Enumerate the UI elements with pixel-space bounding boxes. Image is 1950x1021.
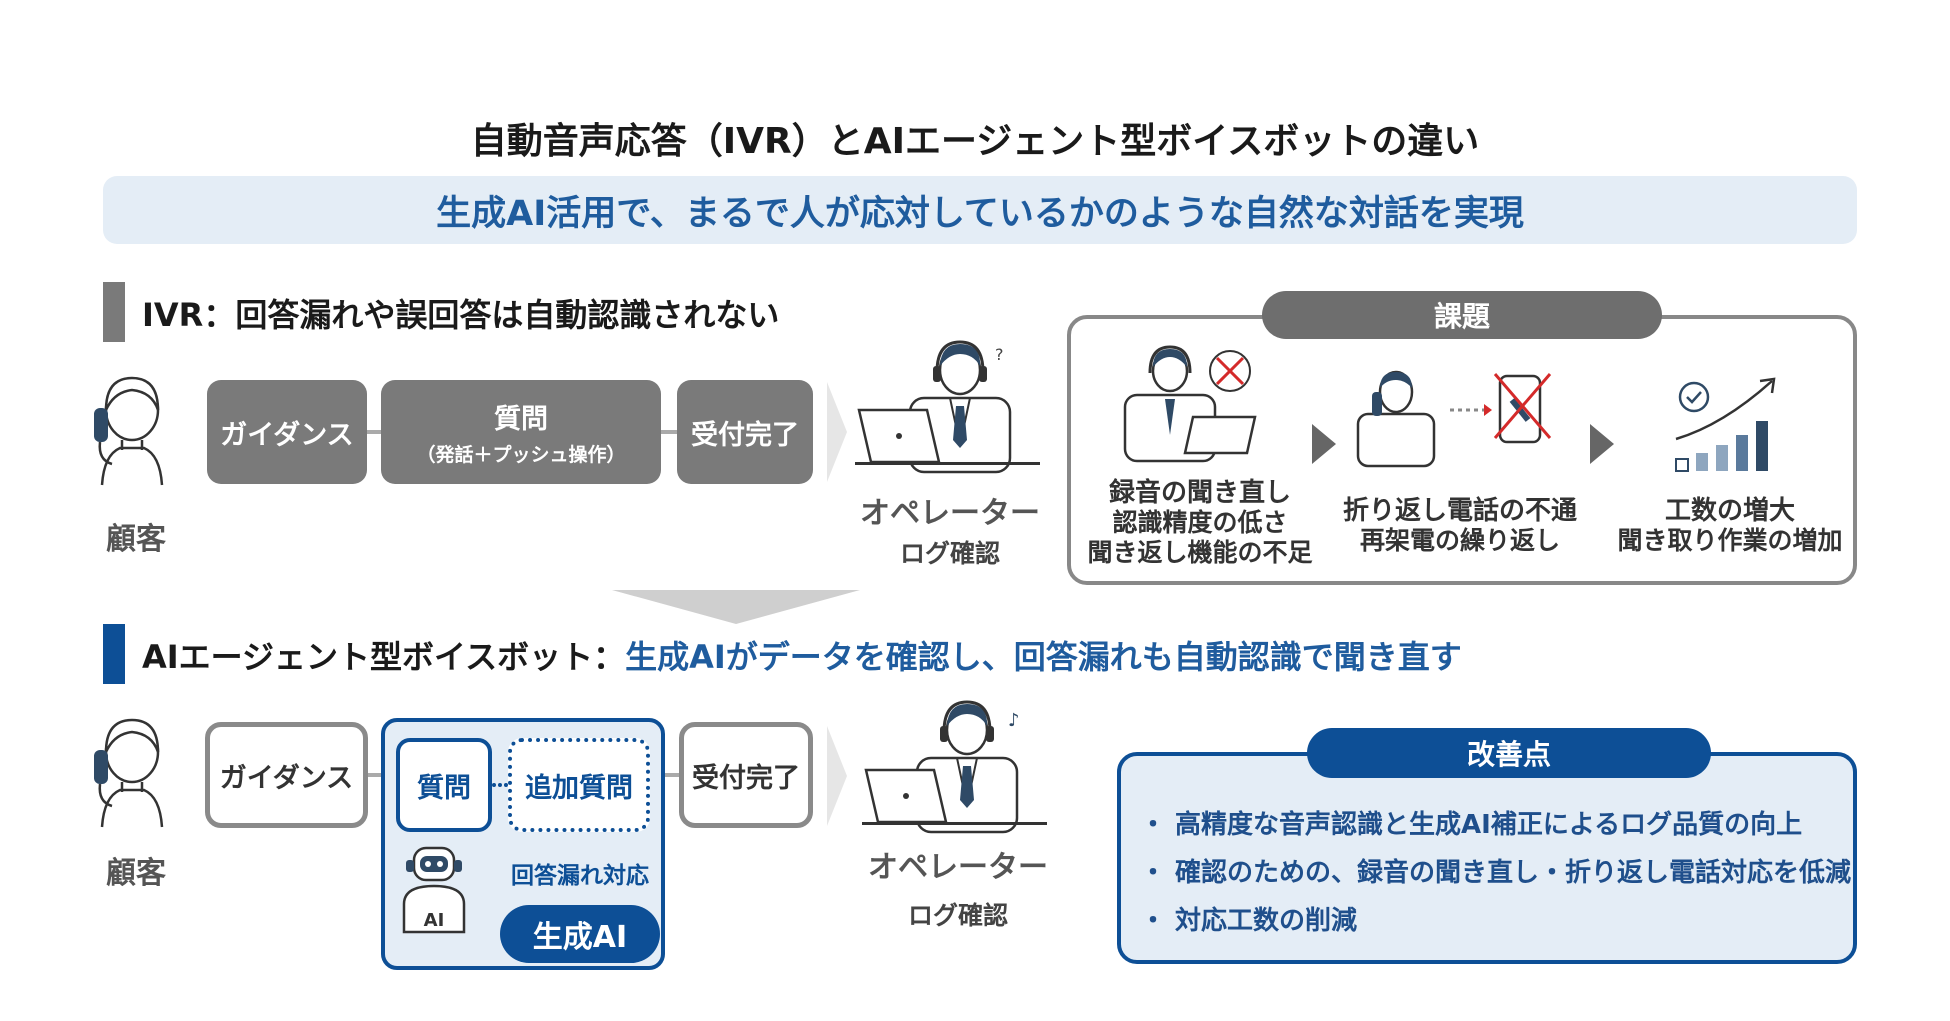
- issue-line: 認識精度の低さ: [1112, 508, 1288, 537]
- ivr-section-bar: [103, 282, 125, 342]
- down-arrow-icon: [612, 590, 860, 624]
- operator-sublabel: ログ確認: [899, 539, 1000, 568]
- ai-section-bar: [103, 624, 125, 684]
- connector: [661, 430, 677, 434]
- missing-answer-label: 回答漏れ対応: [511, 863, 649, 889]
- issue-item: 工数の増大 聞き取り作業の増加: [1600, 496, 1860, 556]
- ai-step-guidance: ガイダンス: [205, 722, 368, 828]
- operator-label: オペレーター: [868, 850, 1048, 885]
- page-title: 自動音声応答（IVR）とAIエージェント型ボイスボットの違い: [470, 121, 1480, 162]
- connector: [368, 773, 381, 777]
- missed-call-icon: [1350, 370, 1560, 470]
- customer-label: 顧客: [106, 522, 166, 557]
- step-label: ガイダンス: [220, 419, 354, 451]
- ai-heading-prefix: AIエージェント型ボイスボット：: [142, 638, 626, 676]
- growth-chart-icon: [1668, 375, 1788, 475]
- genai-badge: 生成AI: [500, 905, 660, 963]
- step-sublabel: （発話＋プッシュ操作）: [416, 444, 626, 466]
- improvement-item: ・ 対応工数の削減: [1140, 906, 1358, 936]
- customer-label: 顧客: [106, 856, 166, 891]
- robot-chest-label: AI: [423, 909, 445, 931]
- ivr-step-question: 質問 （発話＋プッシュ操作）: [381, 380, 661, 484]
- robot-icon: [396, 846, 472, 936]
- improvement-item: ・ 確認のための、録音の聞き直し・折り返し電話対応を低減: [1140, 858, 1852, 888]
- ivr-step-complete: 受付完了: [677, 380, 813, 484]
- improvement-item: ・ 高精度な音声認識と生成AI補正によるログ品質の向上: [1140, 810, 1803, 840]
- ai-step-question: 質問: [396, 738, 492, 832]
- step-label: 質問: [494, 404, 548, 435]
- operator-label: オペレーター: [860, 496, 1040, 531]
- issue-line: 録音の聞き直し: [1108, 478, 1291, 508]
- issue-item: 録音の聞き直し 認識精度の低さ 聞き返し機能の不足: [1080, 478, 1320, 568]
- ai-step-complete: 受付完了: [679, 722, 813, 828]
- svg-text:?: ?: [995, 345, 1004, 364]
- operator-icon: ♪: [862, 700, 1047, 840]
- connector: [665, 773, 679, 777]
- ai-heading-highlight: 生成AIがデータを確認し、回答漏れも自動認識で聞き直す: [625, 638, 1462, 676]
- issue-item: 折り返し電話の不通 再架電の繰り返し: [1325, 496, 1595, 556]
- issue-line: 聞き取り作業の増加: [1617, 526, 1843, 555]
- issues-title: 課題: [1262, 291, 1662, 339]
- customer-icon: [82, 702, 182, 832]
- issue-line: 工数の増大: [1664, 496, 1795, 526]
- triangle-right-icon: [1590, 424, 1614, 464]
- issue-line: 聞き返し機能の不足: [1087, 538, 1313, 567]
- operator-listening-icon: [1105, 345, 1275, 465]
- issue-line: 折り返し電話の不通: [1342, 496, 1577, 526]
- operator-icon: ?: [855, 340, 1040, 480]
- customer-icon: [82, 360, 182, 490]
- chevron-right-icon: [825, 726, 849, 826]
- triangle-right-icon: [1312, 424, 1336, 464]
- improvements-title: 改善点: [1307, 728, 1711, 778]
- operator-sublabel: ログ確認: [907, 901, 1008, 930]
- chevron-right-icon: [825, 382, 849, 482]
- issue-line: 再架電の繰り返し: [1359, 526, 1560, 555]
- svg-text:♪: ♪: [1008, 710, 1020, 731]
- summary-banner: 生成AI活用で、まるで人が応対しているかのような自然な対話を実現: [103, 176, 1857, 244]
- ai-step-additional-question: 追加質問: [508, 738, 650, 832]
- connector: [367, 430, 381, 434]
- connector: [492, 783, 508, 787]
- ivr-step-guidance: ガイダンス: [207, 380, 367, 484]
- improvements-panel: [1117, 752, 1857, 964]
- ivr-section-heading: IVR：回答漏れや誤回答は自動認識されない: [142, 296, 780, 334]
- ai-section-heading: AIエージェント型ボイスボット：生成AIがデータを確認し、回答漏れも自動認識で聞…: [142, 632, 1462, 678]
- step-label: 受付完了: [691, 419, 799, 451]
